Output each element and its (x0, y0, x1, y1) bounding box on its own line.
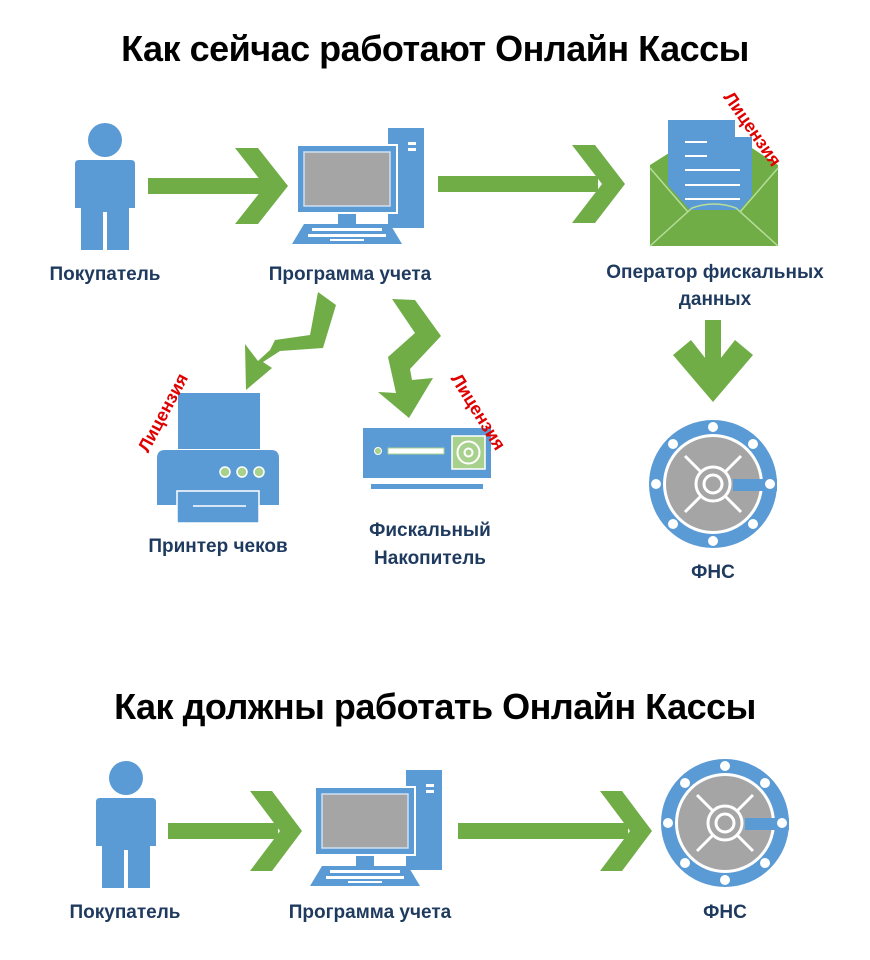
fns-label: ФНС (691, 562, 735, 583)
bottom-title: Как должны работать Онлайн Кассы (114, 686, 756, 727)
fiscal-drive-icon (363, 428, 491, 489)
computer-icon (309, 769, 443, 887)
vault-icon (659, 757, 791, 889)
arrow-down-icon (673, 320, 753, 402)
top-title: Как сейчас работают Онлайн Кассы (121, 28, 749, 69)
zigzag-arrow-fiscal-icon (378, 299, 441, 418)
arrow-right-icon (168, 791, 302, 871)
envelope-icon (649, 120, 779, 247)
vault-icon (647, 418, 779, 550)
accounting-label: Программа учета (288, 902, 452, 923)
ofd-label-line2: данных (678, 289, 752, 310)
arrow-right-icon (438, 145, 625, 223)
fiscal-label-line2: Накопитель (374, 548, 486, 569)
fiscal-label-line1: Фискальный (369, 520, 491, 541)
arrow-right-icon (458, 791, 652, 871)
printer-icon (157, 393, 279, 524)
buyer-person-icon (96, 761, 156, 888)
arrow-right-icon (148, 148, 288, 224)
buyer-label: Покупатель (69, 902, 181, 923)
zigzag-arrow-printer-icon (245, 292, 336, 390)
buyer-label: Покупатель (49, 264, 161, 285)
ofd-label-line1: Оператор фискальных (606, 262, 824, 283)
fns-label: ФНС (703, 902, 747, 923)
accounting-label: Программа учета (268, 264, 432, 285)
buyer-person-icon (75, 123, 135, 250)
computer-icon (291, 127, 425, 245)
printer-label: Принтер чеков (148, 536, 288, 557)
